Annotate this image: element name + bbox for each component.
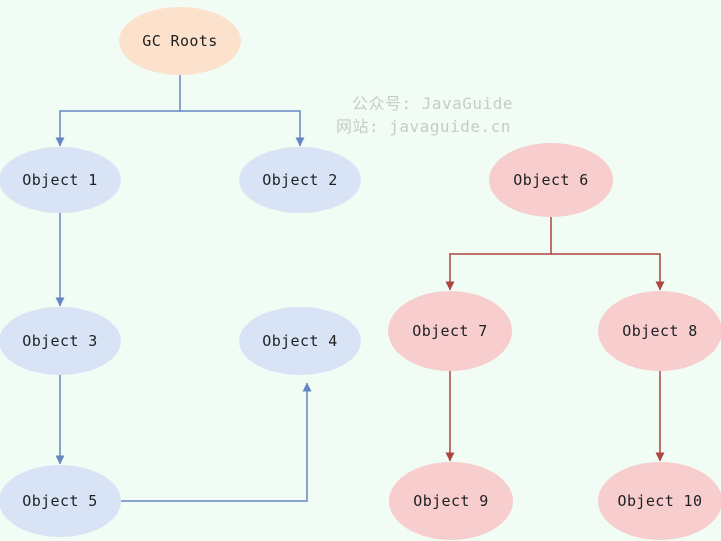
watermark-line-2: 网站: javaguide.cn (336, 117, 511, 136)
edge-object-6-to-object-7 (445, 217, 552, 291)
node-label: Object 9 (413, 492, 489, 510)
node-label: Object 5 (22, 492, 98, 510)
edge-object-6-to-object-8 (551, 253, 665, 291)
node-object-4: Object 4 (239, 307, 361, 375)
node-label: GC Roots (142, 32, 218, 50)
node-label: Object 6 (513, 171, 589, 189)
node-label: Object 2 (262, 171, 338, 189)
node-object-9: Object 9 (389, 462, 513, 540)
node-label: Object 4 (262, 332, 338, 350)
node-label: Object 1 (22, 171, 98, 189)
node-label: Object 3 (22, 332, 98, 350)
node-label: Object 7 (412, 322, 488, 340)
edge-gc-roots-to-object-1 (55, 75, 181, 147)
node-object-3: Object 3 (0, 307, 121, 375)
node-object-10: Object 10 (598, 462, 721, 540)
edge-object-5-to-object-4 (121, 382, 312, 502)
node-object-1: Object 1 (0, 147, 121, 213)
node-object-6: Object 6 (489, 143, 613, 217)
node-object-7: Object 7 (388, 291, 512, 371)
node-gc-roots: GC Roots (119, 7, 241, 75)
node-object-5: Object 5 (0, 465, 121, 537)
node-label: Object 8 (622, 322, 698, 340)
edge-gc-roots-to-object-2 (180, 110, 305, 147)
watermark-line-1: 公众号: JavaGuide (352, 94, 513, 113)
node-object-8: Object 8 (598, 291, 721, 371)
node-object-2: Object 2 (239, 147, 361, 213)
node-label: Object 10 (617, 492, 703, 510)
